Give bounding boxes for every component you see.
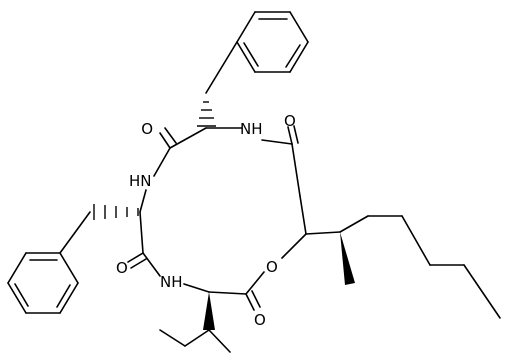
upper-benzyl-link [205, 41, 238, 94]
left-alpha-hash-bond [93, 204, 139, 220]
amide-nh-label: NH [240, 120, 263, 138]
left-benzyl-link [59, 211, 91, 254]
carbonyl-oxygen-label: O [284, 112, 296, 130]
carbonyl-oxygen-label: O [141, 120, 153, 138]
lower-alpha-wedge-bond [203, 292, 215, 330]
amide-nh-label: NH [160, 273, 183, 291]
upper-phenyl-ring [236, 11, 309, 73]
octyl-branch-bond [305, 231, 341, 235]
carbonyl-bonds [127, 125, 299, 311]
ring-oxygen-label: O [266, 258, 278, 276]
sec-butyl-chain [159, 329, 231, 353]
hexyl-chain [339, 215, 501, 319]
upper-alpha-hash-bond [197, 101, 216, 127]
left-phenyl-ring [7, 252, 79, 314]
methyl-wedge-bond [340, 232, 355, 285]
ester-carbonyl-oxygen-label: O [254, 311, 266, 329]
carbonyl-oxygen-label: O [116, 259, 128, 277]
amide-hn-label: HN [129, 172, 152, 190]
macrocycle-backbone [139, 127, 307, 295]
